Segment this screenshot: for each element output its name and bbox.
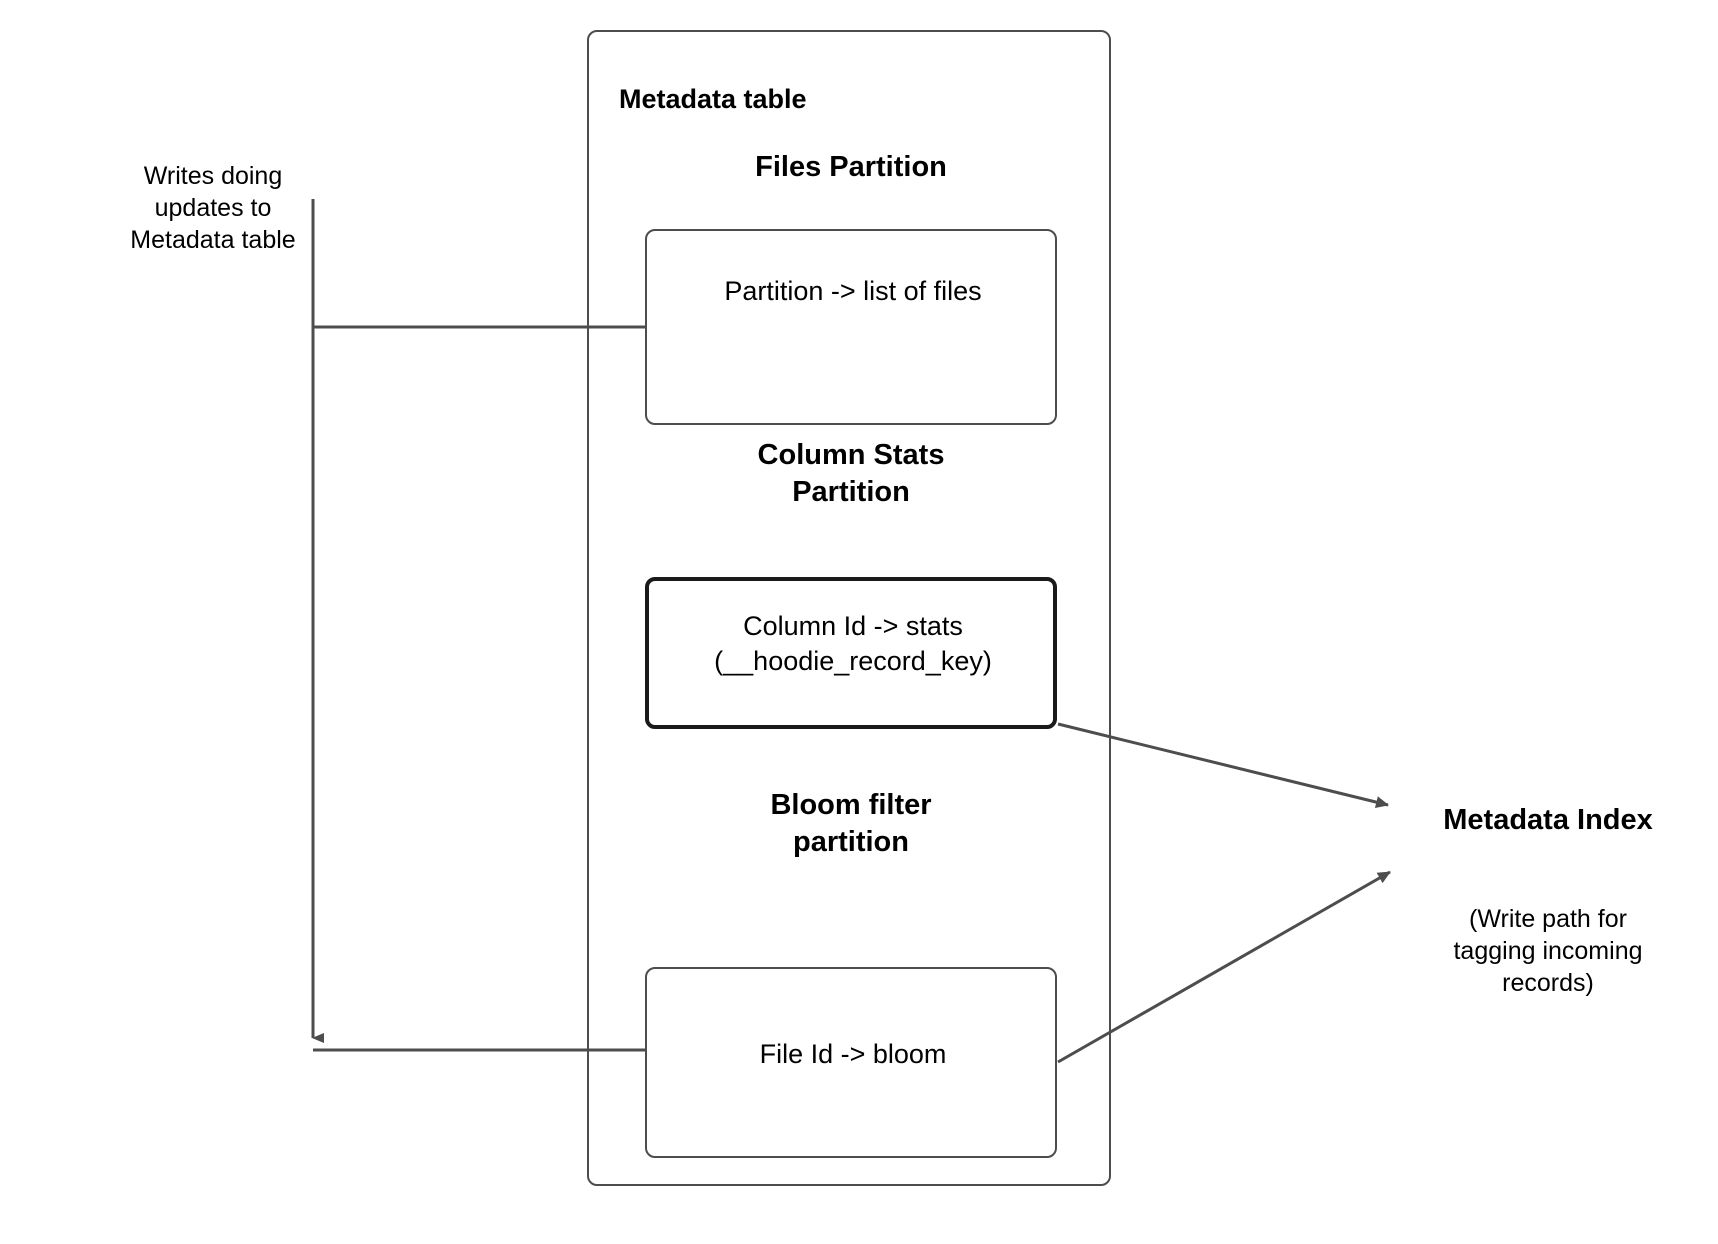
metadata-table-container — [587, 30, 1111, 1186]
files-partition-heading: Files Partition — [755, 151, 947, 183]
files-partition-box-text: Partition -> list of files — [724, 276, 982, 306]
writes-note-label: Writes doing updates to Metadata table — [130, 162, 296, 254]
metadata-table-title: Metadata table — [619, 84, 807, 114]
bloom-filter-partition-heading: Bloom filter partition — [770, 789, 932, 859]
bloom-filter-partition-box-text: File Id -> bloom — [759, 1039, 947, 1069]
metadata-index-title: Metadata Index — [1443, 804, 1653, 836]
column-stats-partition-box-text: Column Id -> stats (__hoodie_record_key) — [714, 611, 992, 676]
files-partition-box[interactable]: Partition -> list of files — [645, 229, 1057, 425]
bloom-filter-partition-box[interactable]: File Id -> bloom — [645, 967, 1057, 1158]
column-stats-partition-heading: Column Stats Partition — [757, 439, 945, 509]
metadata-index-subtitle: (Write path for tagging incoming records… — [1453, 905, 1643, 997]
column-stats-partition-box[interactable]: Column Id -> stats (__hoodie_record_key) — [645, 577, 1057, 729]
